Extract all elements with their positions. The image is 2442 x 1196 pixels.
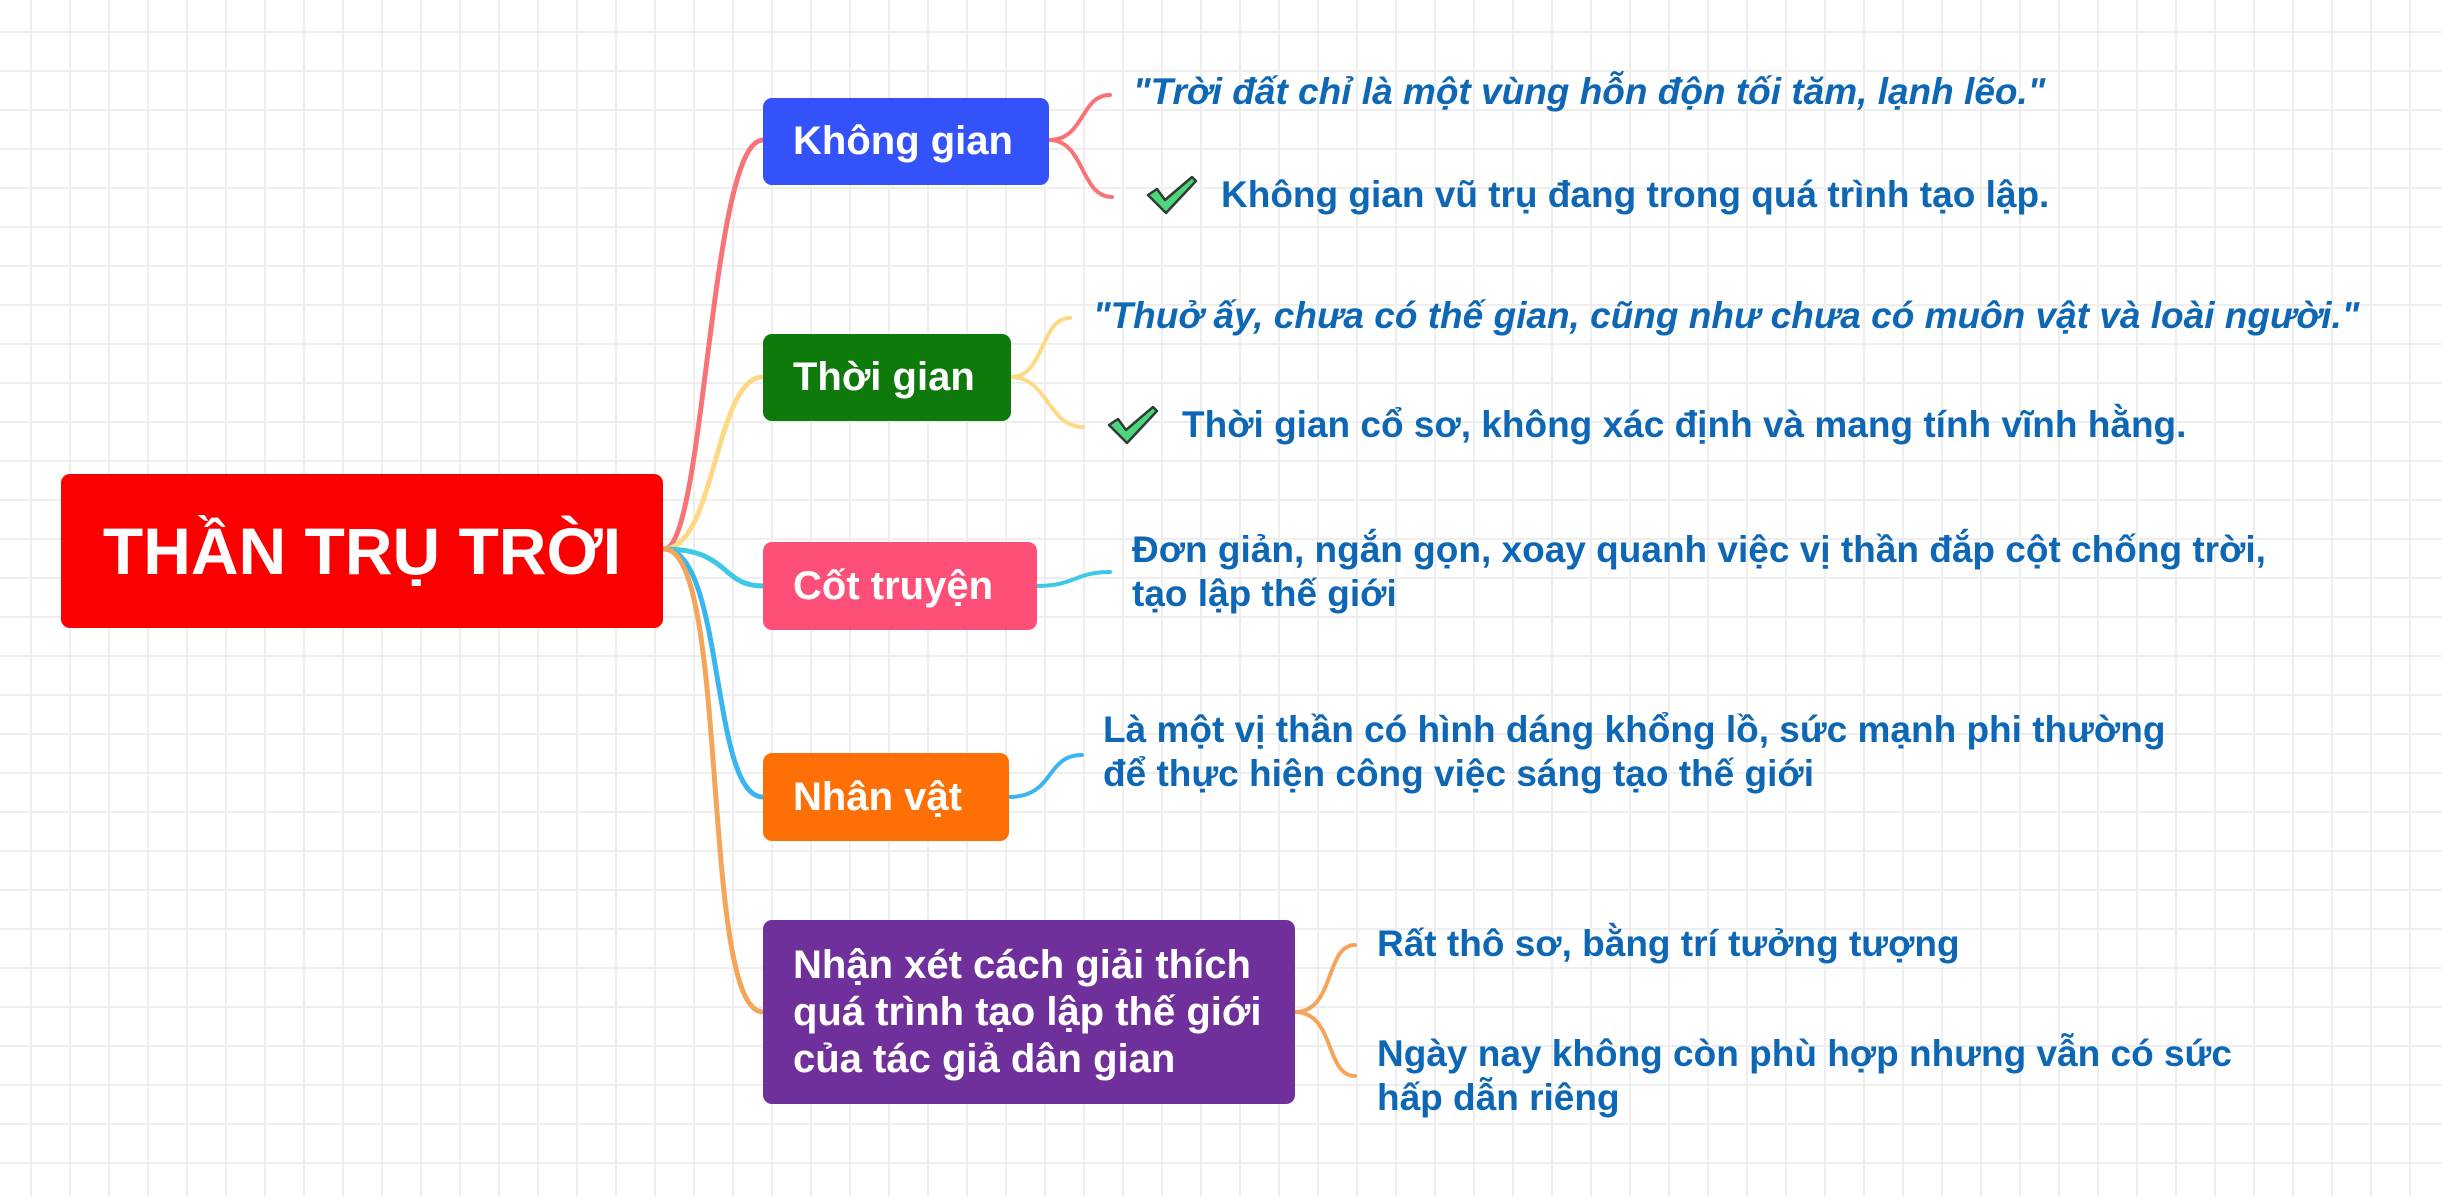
branch-label: Nhận xét cách giải thích quá trình tạo l…	[793, 942, 1262, 1081]
root-node[interactable]: THẦN TRỤ TRỜI	[61, 474, 663, 628]
leaf-text: Là một vị thần có hình dáng khổng lồ, sứ…	[1103, 709, 2166, 794]
leaf-khong-gian-conclusion[interactable]: Không gian vũ trụ đang trong quá trình t…	[1145, 173, 2049, 217]
branch-label: Cốt truyện	[793, 563, 993, 608]
connector-nhan-xet-leaf-2	[1293, 1010, 1357, 1078]
leaf-thoi-gian-quote[interactable]: "Thuở ấy, chưa có thế gian, cũng như chư…	[1093, 294, 2359, 338]
leaf-text: Ngày nay không còn phù hợp nhưng vẫn có …	[1377, 1033, 2232, 1118]
branch-label: Không gian	[793, 119, 1013, 163]
leaf-nhan-xet-2[interactable]: Ngày nay không còn phù hợp nhưng vẫn có …	[1377, 1032, 2237, 1120]
branch-nhan-vat[interactable]: Nhân vật	[763, 753, 1009, 841]
connector-root-nhan-xet	[661, 546, 766, 1015]
leaf-text: "Trời đất chỉ là một vùng hỗn độn tối tă…	[1133, 71, 2046, 112]
leaf-text: Đơn giản, ngắn gọn, xoay quanh việc vị t…	[1132, 529, 2266, 614]
branch-cot-truyen[interactable]: Cốt truyện	[763, 542, 1037, 630]
branch-khong-gian[interactable]: Không gian	[763, 98, 1049, 185]
leaf-text: Thời gian cổ sơ, không xác định và mang …	[1182, 404, 2187, 445]
connector-nhan-vat-leaf-1	[1007, 753, 1084, 799]
checkmark-icon	[1107, 405, 1159, 445]
leaf-cot-truyen[interactable]: Đơn giản, ngắn gọn, xoay quanh việc vị t…	[1132, 528, 2272, 616]
leaf-text: Rất thô sơ, bằng trí tưởng tượng	[1377, 923, 1960, 964]
connector-root-nhan-vat	[661, 546, 766, 800]
branch-label: Thời gian	[793, 355, 975, 399]
leaf-nhan-vat[interactable]: Là một vị thần có hình dáng khổng lồ, sứ…	[1103, 708, 2193, 796]
root-label: THẦN TRỤ TRỜI	[102, 514, 622, 588]
leaf-text: "Thuở ấy, chưa có thế gian, cũng như chư…	[1093, 295, 2360, 336]
branch-nhan-xet[interactable]: Nhận xét cách giải thích quá trình tạo l…	[763, 920, 1295, 1104]
connector-root-khong-gian	[661, 137, 766, 552]
checkmark-icon	[1146, 175, 1198, 215]
connector-thoi-gian-leaf-1	[1009, 316, 1072, 379]
branch-label: Nhân vật	[793, 774, 962, 819]
connector-cot-truyen-leaf-1	[1035, 570, 1112, 588]
leaf-khong-gian-quote[interactable]: "Trời đất chỉ là một vùng hỗn độn tối tă…	[1133, 70, 2045, 114]
leaf-text: Không gian vũ trụ đang trong quá trình t…	[1221, 174, 2050, 215]
connector-khong-gian-leaf-2	[1047, 138, 1114, 199]
connector-root-cot-truyen	[661, 546, 766, 589]
connector-root-thoi-gian	[661, 374, 766, 552]
connector-nhan-xet-leaf-1	[1293, 943, 1357, 1014]
connector-thoi-gian-leaf-2	[1009, 375, 1085, 429]
leaf-thoi-gian-conclusion[interactable]: Thời gian cổ sơ, không xác định và mang …	[1106, 403, 2186, 447]
connector-khong-gian-leaf-1	[1047, 93, 1112, 142]
leaf-nhan-xet-1[interactable]: Rất thô sơ, bằng trí tưởng tượng	[1377, 922, 1960, 966]
branch-thoi-gian[interactable]: Thời gian	[763, 334, 1011, 421]
